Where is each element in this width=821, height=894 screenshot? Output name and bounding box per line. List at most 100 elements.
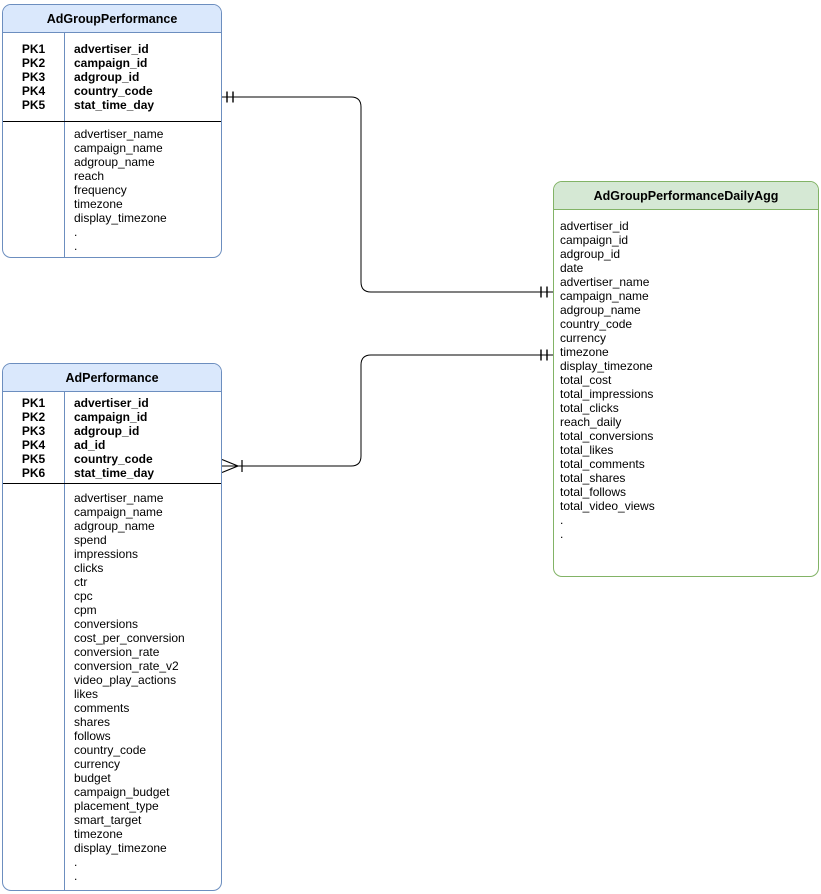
attribute-name: advertiser_id — [560, 219, 629, 233]
relationship-line-2[interactable] — [222, 354, 553, 467]
pk-field-name: advertiser_id — [74, 395, 149, 410]
pk-field-name: country_code — [74, 451, 153, 466]
entity-title: AdGroupPerformance — [3, 5, 221, 33]
attribute-name: total_video_views — [560, 499, 655, 513]
pk-key-label: PK6 — [21, 465, 46, 480]
attribute-name: . — [560, 527, 564, 541]
attribute-name: advertiser_name — [74, 126, 164, 141]
attribute-name: smart_target — [74, 813, 142, 827]
attribute-name: total_clicks — [560, 401, 619, 415]
attribute-name: total_shares — [560, 471, 626, 485]
attribute-name: total_conversions — [560, 429, 654, 443]
attribute-name: . — [74, 855, 78, 869]
pk-key-label: PK2 — [21, 409, 46, 424]
attribute-name: adgroup_name — [560, 303, 641, 317]
pk-key-label: PK5 — [21, 451, 46, 466]
attribute-name: ctr — [74, 575, 88, 589]
pk-key-label: PK3 — [21, 423, 46, 438]
attribute-name: date — [560, 261, 584, 275]
pk-field-name: advertiser_id — [74, 42, 149, 56]
attribute-name: currency — [560, 331, 607, 345]
pk-field-name: stat_time_day — [74, 465, 155, 480]
attribute-name: display_timezone — [74, 210, 167, 225]
pk-key-label: PK1 — [21, 395, 46, 410]
attribute-name: . — [74, 224, 78, 239]
cardinality-marker-many-source-2 — [221, 458, 243, 474]
attribute-name: campaign_name — [74, 505, 163, 519]
attribute-name: campaign_budget — [74, 785, 170, 799]
attribute-name: cost_per_conversion — [74, 631, 185, 645]
pk-field-name: stat_time_day — [74, 98, 155, 112]
pk-field-name: campaign_id — [74, 409, 148, 424]
attribute-name: country_code — [74, 743, 147, 757]
pk-key-label: PK1 — [21, 42, 46, 56]
attribute-name: advertiser_name — [74, 491, 164, 505]
attribute-name: conversion_rate_v2 — [74, 659, 179, 673]
cardinality-marker-one-target-1 — [540, 286, 548, 298]
attribute-name: comments — [74, 701, 130, 715]
attribute-name: conversion_rate — [74, 645, 160, 659]
pk-key-label: PK4 — [21, 437, 46, 452]
attribute-name: currency — [74, 757, 121, 771]
cardinality-marker-one-target-2 — [540, 349, 548, 361]
attribute-name: total_impressions — [560, 387, 654, 401]
attribute-name: campaign_name — [560, 289, 649, 303]
attribute-name: display_timezone — [74, 841, 167, 855]
entity-title: AdGroupPerformanceDailyAgg — [554, 182, 818, 210]
attribute-name: . — [74, 238, 78, 253]
relationship-line-1[interactable] — [222, 96, 553, 293]
entity-title: AdPerformance — [3, 364, 221, 392]
attribute-name: adgroup_name — [74, 519, 155, 533]
attribute-name: reach_daily — [560, 415, 622, 429]
pk-field-name: ad_id — [74, 437, 106, 452]
attribute-name: total_follows — [560, 485, 627, 499]
attribute-name: cpm — [74, 603, 97, 617]
attribute-name: campaign_id — [560, 233, 629, 247]
attribute-name: frequency — [74, 182, 127, 197]
attribute-name: total_cost — [560, 373, 612, 387]
attribute-name: timezone — [74, 196, 123, 211]
pk-field-name: country_code — [74, 84, 153, 98]
empty-key-column — [3, 122, 65, 257]
attribute-name: advertiser_name — [560, 275, 650, 289]
attribute-name: conversions — [74, 617, 139, 631]
pk-field-name: adgroup_id — [74, 70, 140, 84]
pk-field-name: campaign_id — [74, 56, 148, 70]
attribute-name: campaign_name — [74, 140, 163, 155]
attribute-name: reach — [74, 168, 105, 183]
attribute-name: total_likes — [560, 443, 614, 457]
attribute-name: budget — [74, 771, 111, 785]
attribute-name: . — [74, 869, 78, 883]
attribute-name: adgroup_name — [74, 154, 155, 169]
attribute-name: country_code — [560, 317, 633, 331]
attribute-name: total_comments — [560, 457, 645, 471]
attribute-name: placement_type — [74, 799, 159, 813]
pk-key-label: PK5 — [21, 98, 46, 112]
attribute-name: cpc — [74, 589, 93, 603]
attribute-name: spend — [74, 533, 107, 547]
attribute-name: follows — [74, 729, 111, 743]
pk-key-label: PK2 — [21, 56, 46, 70]
attribute-name: timezone — [74, 827, 123, 841]
attribute-name: display_timezone — [560, 359, 653, 373]
empty-key-column — [3, 484, 65, 890]
pk-key-label: PK3 — [21, 70, 46, 84]
cardinality-marker-one-source-1 — [226, 91, 234, 103]
attribute-name: timezone — [560, 345, 609, 359]
entity-adgroup-performance-daily-agg[interactable]: AdGroupPerformanceDailyAgg advertiser_id… — [553, 181, 819, 577]
pk-field-name: adgroup_id — [74, 423, 140, 438]
